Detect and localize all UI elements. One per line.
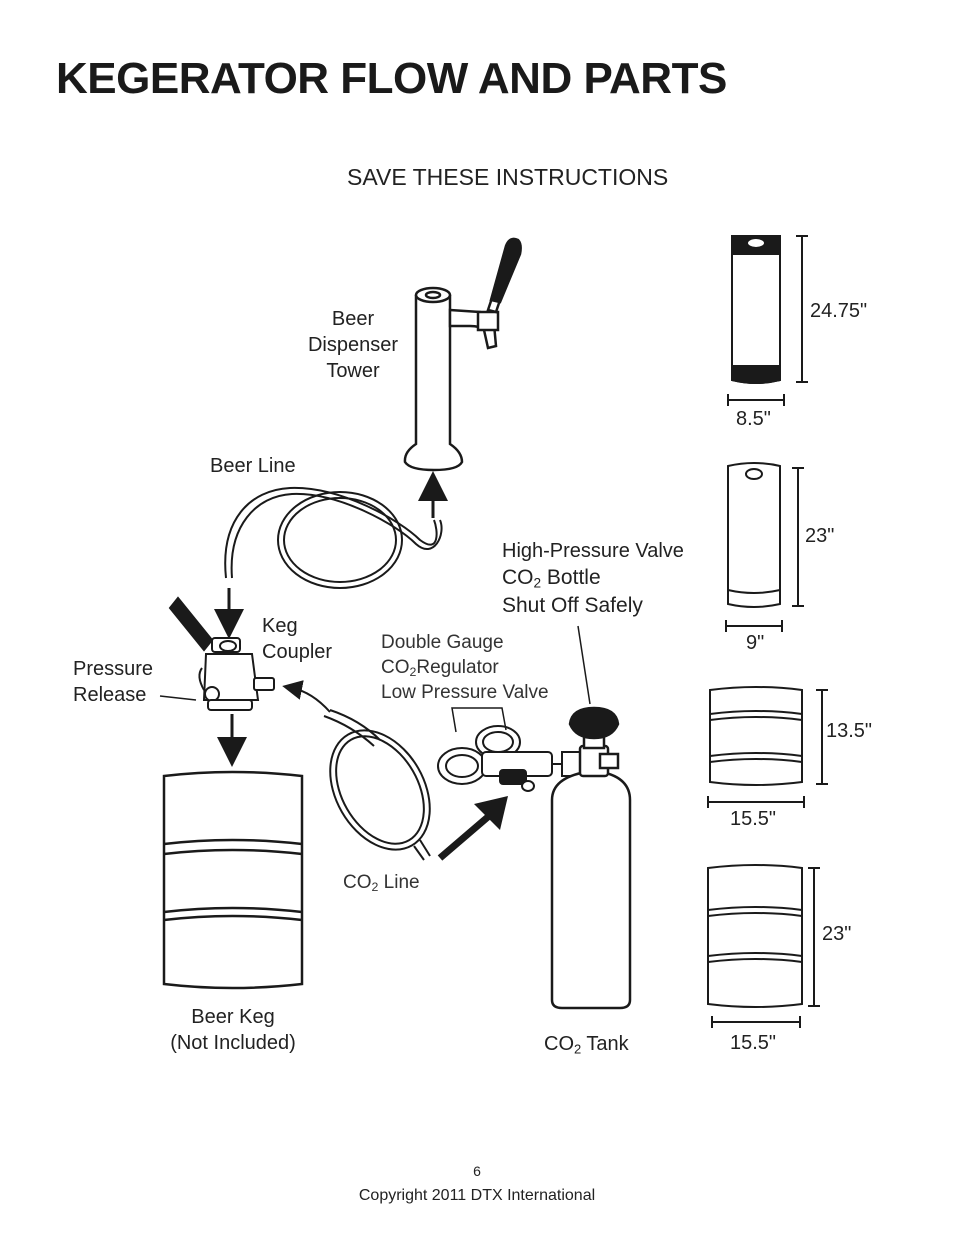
keg-3-height: 13.5" — [826, 720, 873, 742]
keg-4-width: 15.5" — [730, 1032, 777, 1054]
dimension-lines-2 — [725, 467, 804, 632]
keg-1-height: 24.75" — [810, 300, 868, 322]
copyright: Copyright 2011 DTX International — [358, 1187, 596, 1204]
keg-size-4 — [707, 864, 803, 1008]
label-co2-line: CO2 Line — [343, 872, 420, 895]
keg-2-height: 23" — [805, 525, 835, 547]
label-beer-line: Beer Line — [210, 455, 296, 477]
co2-tank — [550, 706, 632, 1010]
keg-3-width: 15.5" — [730, 808, 777, 830]
keg-1-width: 8.5" — [736, 408, 771, 430]
label-co2-regulator: Double Gauge CO2Regulator Low Pressure V… — [381, 632, 549, 703]
flow-arrow-to-regulator-head — [474, 796, 508, 830]
keg-size-3 — [709, 686, 803, 786]
label-co2-tank: CO2 Tank — [544, 1033, 629, 1057]
beer-line — [224, 486, 443, 589]
label-beer-keg: Beer Keg (Not Included) — [170, 1006, 296, 1054]
keg-size-1 — [731, 235, 781, 384]
keg-2-width: 9" — [746, 632, 765, 654]
page-number: 6 — [473, 1163, 481, 1179]
label-pressure-release: Pressure Release — [73, 658, 154, 706]
flow-arrow-to-regulator — [437, 807, 499, 861]
beer-dispenser-tower — [403, 237, 522, 472]
label-high-pressure-valve: High-Pressure Valve CO2 Bottle Shut Off … — [502, 540, 684, 617]
page-subtitle: SAVE THESE INSTRUCTIONS — [347, 164, 669, 190]
dimension-lines-1 — [727, 235, 808, 406]
regulator-leader — [451, 707, 507, 733]
keg-size-2 — [727, 462, 781, 608]
co2-line — [323, 709, 431, 861]
label-beer-dispenser-tower: Beer Dispenser Tower — [307, 308, 399, 382]
dimension-lines-3 — [707, 689, 828, 808]
keg-coupler — [159, 596, 275, 711]
beer-keg — [162, 770, 304, 990]
co2-regulator — [437, 725, 583, 792]
label-keg-coupler: Keg Coupler — [262, 615, 333, 663]
dimension-lines-4 — [711, 867, 820, 1028]
high-pressure-leader — [577, 625, 591, 705]
keg-4-height: 23" — [822, 923, 852, 945]
page-title: KEGERATOR FLOW AND PARTS — [56, 54, 727, 103]
flow-arrow-co2-to-coupler — [282, 680, 331, 713]
